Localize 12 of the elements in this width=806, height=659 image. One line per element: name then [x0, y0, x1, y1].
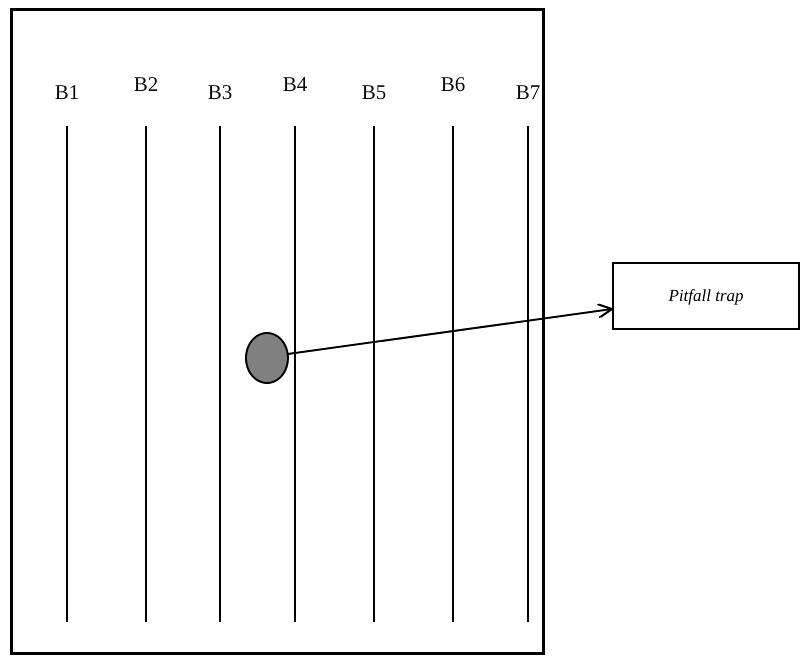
- plot-outline: [10, 8, 545, 655]
- row-label: B5: [362, 80, 386, 105]
- row-label: B6: [440, 72, 466, 97]
- trap-marker: [245, 332, 289, 384]
- label-box: [612, 262, 800, 330]
- arrow: [288, 302, 614, 355]
- row-label: B2: [134, 72, 158, 97]
- row-label: B7: [516, 80, 540, 105]
- row-label: B3: [208, 80, 232, 105]
- row-label: B4: [282, 72, 308, 97]
- box-label: Pitfall trap: [668, 286, 744, 306]
- row-label: B1: [54, 80, 80, 105]
